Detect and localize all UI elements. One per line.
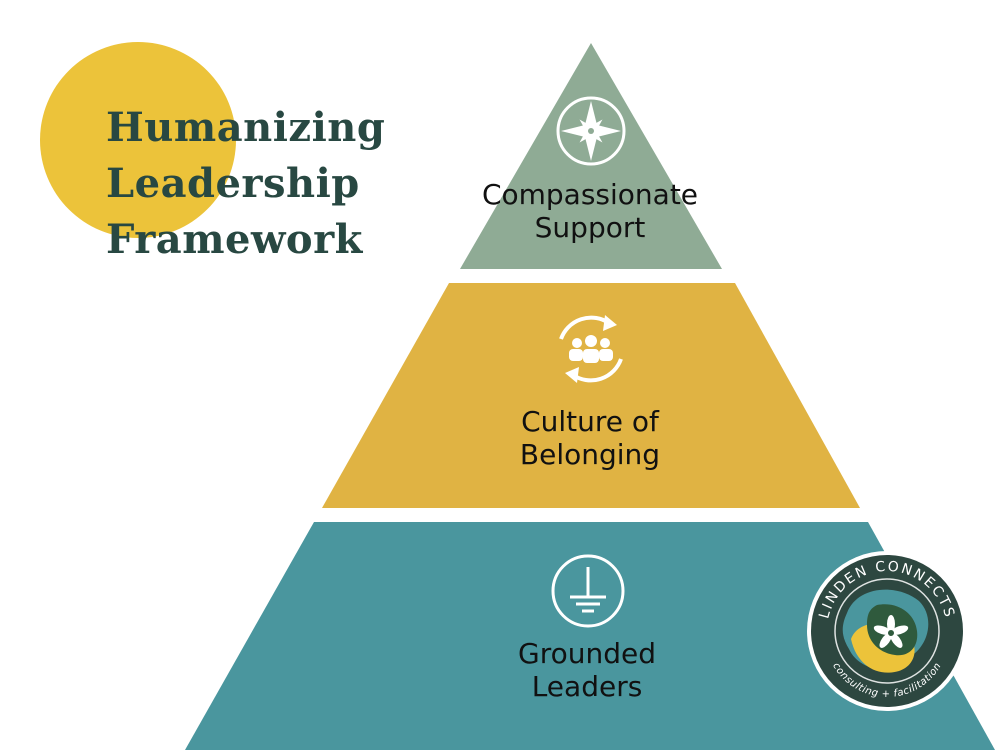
compass-star-icon [556, 96, 626, 166]
tier-label-line: Grounded [518, 637, 656, 670]
title-line: Leadership [106, 160, 360, 207]
accent-circle [40, 42, 236, 238]
linden-connects-logo: LINDEN CONNECTS consulting + facilitatio… [807, 551, 967, 711]
tier-bottom-shape [185, 522, 995, 750]
tier-label-bottom: Grounded Leaders [437, 637, 737, 703]
flower-icon [873, 615, 909, 648]
tier-label-line: Culture of [521, 405, 659, 438]
tier-middle-shape [322, 283, 860, 508]
tier-label-middle: Culture of Belonging [440, 405, 740, 471]
tier-label-top: Compassionate Support [440, 178, 740, 244]
tier-label-line: Leaders [531, 670, 643, 703]
tier-label-line: Compassionate [481, 178, 699, 211]
tier-label-line: Belonging [519, 438, 661, 471]
page-title: Humanizing Leadership Framework [106, 100, 426, 268]
group-cycle-icon [559, 315, 623, 383]
ground-symbol-icon [551, 554, 625, 628]
title-line: Humanizing [106, 104, 386, 151]
title-line: Framework [106, 216, 363, 263]
tier-label-line: Support [534, 211, 646, 244]
